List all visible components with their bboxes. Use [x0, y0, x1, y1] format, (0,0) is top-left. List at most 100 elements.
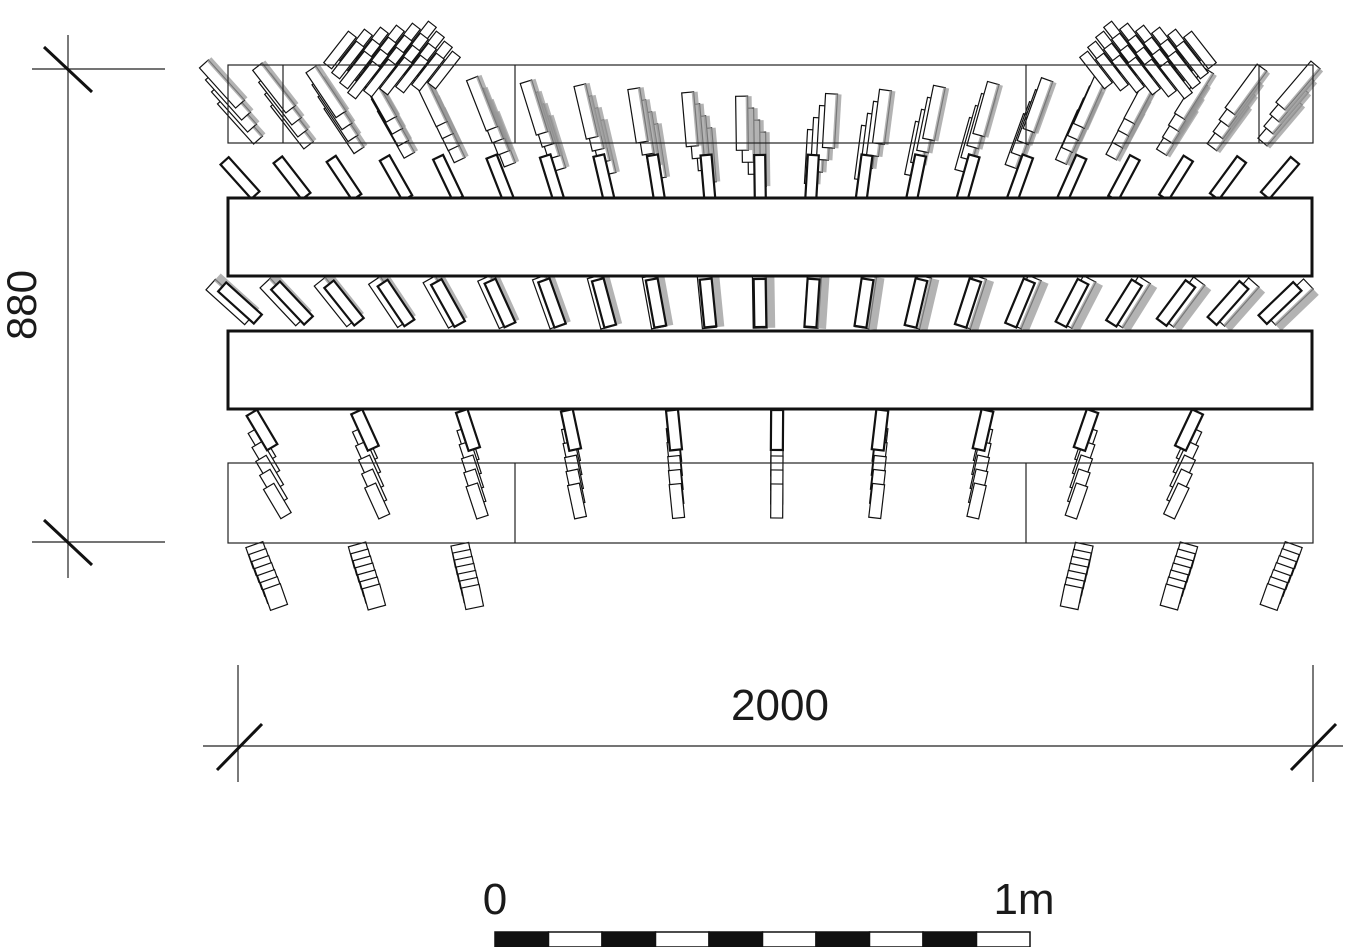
- timber-stick: [536, 276, 568, 330]
- timber-stick: [966, 482, 987, 520]
- timber-stick: [627, 87, 653, 144]
- timber-stick: [566, 482, 588, 520]
- timber-stick: [1155, 278, 1197, 328]
- scale-bar-segment: [547, 931, 603, 947]
- timber-stick: [519, 78, 552, 136]
- timber-stick: [1157, 154, 1195, 202]
- timber-stick: [262, 582, 289, 612]
- scale-bar-segment: [761, 931, 817, 947]
- timber-stick: [460, 583, 485, 611]
- timber-stick: [853, 277, 875, 329]
- scale-bar-segment: [922, 931, 978, 947]
- height-label: 880: [0, 270, 45, 340]
- timber-stick: [868, 482, 886, 520]
- bottom-outer-frame: [227, 462, 1314, 544]
- timber-stick: [681, 91, 703, 148]
- timber-stick: [668, 482, 686, 520]
- timber-stick: [1159, 583, 1185, 611]
- timber-stick: [378, 153, 414, 203]
- timber-stick: [698, 277, 718, 329]
- timber-stick: [410, 52, 446, 92]
- timber-stick: [664, 408, 684, 452]
- timber-stick: [1003, 277, 1037, 329]
- timber-stick: [483, 277, 517, 329]
- timber-stick: [699, 153, 717, 203]
- timber-stick: [1174, 40, 1210, 80]
- scale-bar-segment: [494, 931, 550, 947]
- timber-stick: [346, 60, 382, 100]
- timber-stick: [1142, 58, 1178, 98]
- upper-beam: [226, 196, 1314, 278]
- timber-stick: [1158, 60, 1194, 100]
- timber-stick: [1259, 582, 1286, 612]
- timber-stick: [1072, 407, 1100, 453]
- timber-stick: [363, 482, 391, 520]
- timber-stick: [971, 407, 995, 453]
- timber-stick: [271, 154, 313, 202]
- scale-bar-segment: [815, 931, 871, 947]
- height-dimension: 880: [0, 35, 165, 578]
- timber-stick: [1078, 50, 1114, 90]
- width-label: 2000: [731, 681, 829, 730]
- scale-bar-segment: [654, 931, 710, 947]
- timber-stick: [1173, 407, 1205, 453]
- timber-stick: [921, 84, 950, 142]
- timber-stick: [454, 407, 482, 453]
- width-dimension: 2000: [203, 665, 1343, 782]
- timber-stick: [426, 50, 462, 90]
- timber-stick: [338, 50, 374, 90]
- timber-stick: [465, 74, 502, 132]
- scale-bar-segment: [868, 931, 924, 947]
- timber-stick: [1064, 482, 1089, 520]
- timber-stick: [1259, 155, 1301, 201]
- timber-stick: [378, 56, 414, 96]
- timber-stick: [590, 276, 618, 330]
- timber-stick: [821, 92, 842, 149]
- timber-stick: [325, 154, 363, 202]
- timber-stick: [1094, 52, 1130, 92]
- timber-stick: [429, 277, 467, 329]
- timber-stick: [735, 95, 753, 151]
- scale-start-label: 0: [483, 875, 507, 924]
- timber-stick: [361, 583, 387, 611]
- timber-stick: [1022, 76, 1057, 134]
- timber-stick: [770, 483, 784, 519]
- timber-stick: [262, 482, 292, 520]
- scale-bar-segment: [975, 931, 1031, 947]
- timber-stick: [871, 88, 896, 146]
- timber-stick: [431, 153, 465, 203]
- timber-stick: [573, 82, 602, 140]
- timber-stick: [305, 63, 350, 119]
- timber-stick: [1182, 30, 1218, 70]
- timber-stick: [362, 58, 398, 98]
- timber-stick: [803, 277, 821, 329]
- scale-bar: 0 1m: [483, 875, 1055, 947]
- timber-stick: [1106, 153, 1142, 203]
- timber-stick: [752, 277, 768, 329]
- timber-stick: [322, 278, 366, 328]
- lower-beam: [226, 329, 1314, 411]
- timber-stick: [376, 278, 416, 328]
- timber-stick: [753, 153, 767, 203]
- timber-stick: [216, 280, 264, 326]
- timber-stick: [1224, 63, 1271, 118]
- timber-stick: [465, 482, 489, 520]
- timber-stick: [1104, 277, 1144, 329]
- timber-stick: [269, 279, 315, 327]
- timber-stick: [953, 276, 983, 330]
- timber-stick: [972, 80, 1003, 138]
- top-outer-frame: [227, 64, 1314, 144]
- timber-stick: [330, 40, 366, 80]
- scale-bar-segments: [494, 931, 1031, 947]
- timber-stick: [1162, 482, 1190, 520]
- fanned-sticks-front-layer: [216, 153, 1304, 453]
- timber-stick: [198, 57, 248, 109]
- timber-stick: [349, 407, 381, 453]
- scale-bar-segment: [601, 931, 657, 947]
- timber-stick: [251, 60, 299, 114]
- scale-bar-segment: [708, 931, 764, 947]
- timber-stick: [804, 153, 820, 203]
- timber-stick: [1059, 583, 1084, 611]
- timber-stick: [1166, 50, 1202, 90]
